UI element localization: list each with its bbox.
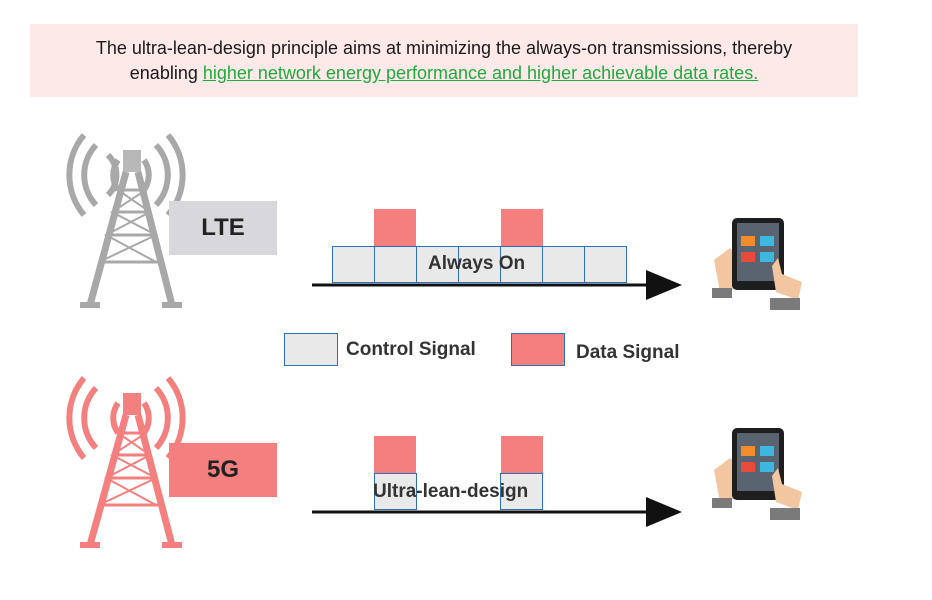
banner-line-2-prefix: enabling [129,63,203,83]
banner-line-2: enabling higher network energy performan… [30,61,858,86]
ultra-lean-design-label: Ultra-lean-design [373,481,529,502]
tablet-hand-icon [712,218,802,310]
data-signal-block [501,436,543,473]
control-signal-block [542,246,585,283]
banner-highlight-text: higher network energy performance and hi… [202,63,759,83]
data-signal-block [374,209,416,246]
intro-banner: The ultra-lean-design principle aims at … [30,24,858,97]
lte-label: LTE [169,201,277,255]
data-signal-block [501,209,543,246]
control-signal-block [500,246,543,283]
data-signal-block [374,436,416,473]
tablet-hand-icon [712,428,802,520]
legend-control-swatch [284,333,338,366]
fiveg-label: 5G [169,443,277,497]
control-signal-block [584,246,627,283]
control-signal-block [332,246,375,283]
legend-data-label: Data Signal [576,342,680,363]
control-signal-block [500,473,543,510]
banner-line-1: The ultra-lean-design principle aims at … [95,38,793,58]
legend-data-swatch [511,333,565,366]
control-signal-block [374,246,417,283]
control-signal-block [458,246,501,283]
control-signal-block [416,246,459,283]
lte-tower-icon [66,133,186,308]
legend-control-label: Control Signal [346,339,476,360]
always-on-label: Always On [428,253,526,274]
fiveg-tower-icon [66,376,186,548]
control-signal-block [374,473,417,510]
